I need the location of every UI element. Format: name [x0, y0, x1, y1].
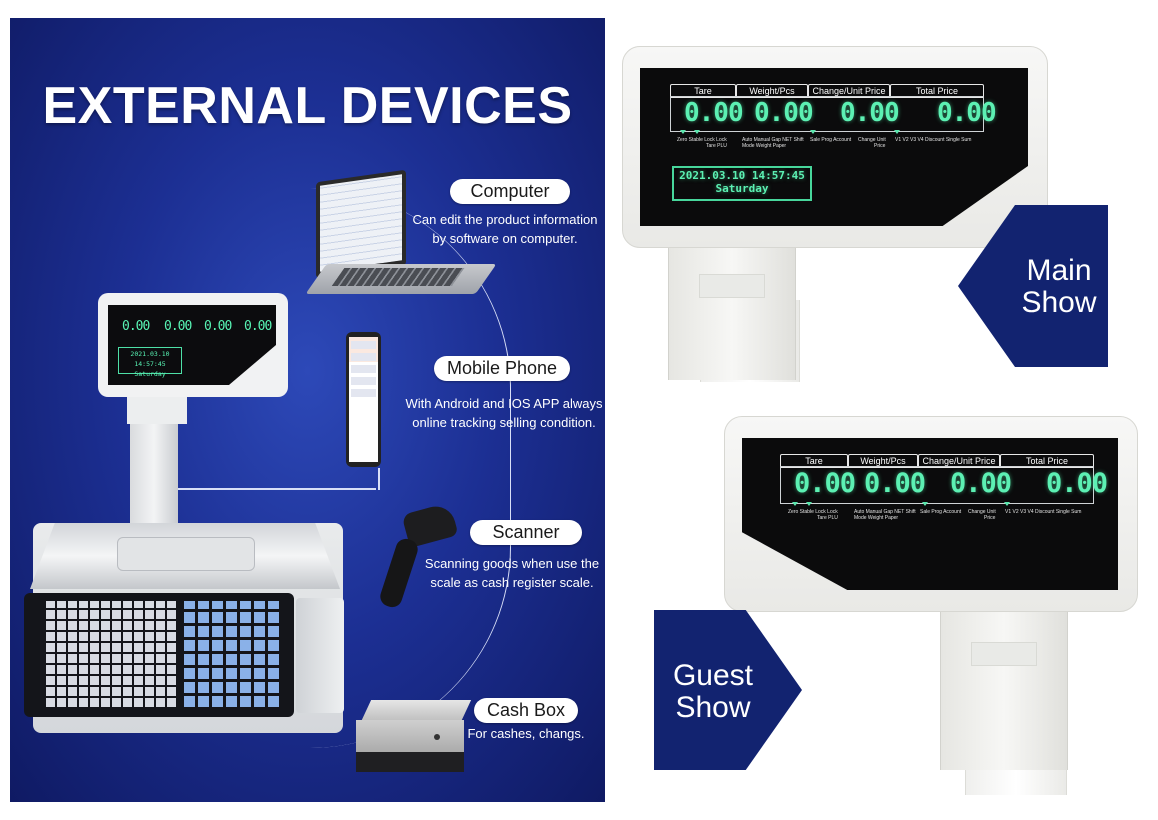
main-indicators-mid: Auto Manual Gap NET Shift	[742, 137, 804, 143]
panel-title: EXTERNAL DEVICES	[42, 77, 573, 135]
guest-display-screen: Tare Weight/Pcs Change/Unit Price Total …	[742, 438, 1118, 590]
cash-box-description: For cashes, changs.	[467, 726, 585, 741]
mini-digits-total: 0.00	[244, 319, 272, 334]
main-digits-total: 0.00	[937, 98, 997, 128]
connector-curve	[310, 188, 511, 748]
scale-pole	[130, 418, 178, 526]
scale-printer	[296, 598, 344, 713]
computer-description: Can edit the product information by soft…	[412, 212, 598, 246]
mobile-phone-image	[346, 332, 381, 467]
main-digits-unit-price: 0.00	[840, 98, 900, 128]
guest-indicators-sale: Sale Prog Account	[920, 509, 962, 515]
guest-header-unit-price: Change/Unit Price	[918, 454, 1000, 468]
scale-weighing-plate	[30, 523, 340, 589]
scale-display-head: 0.00 0.00 0.00 0.00 2021.03.10 14:57:45 …	[98, 293, 288, 397]
main-digits-weight: 0.00	[754, 98, 814, 128]
guest-indicators-mid: Auto Manual Gap NET Shift	[854, 509, 916, 515]
main-digit-frame	[670, 96, 984, 132]
guest-header-weight: Weight/Pcs	[848, 454, 918, 468]
scale-keypad	[24, 593, 294, 717]
guest-digits-unit-price: 0.00	[950, 468, 1012, 499]
main-indicators-left: Zero Stable Lock Lock	[677, 137, 727, 143]
mobile-phone-description: With Android and IOS APP always online t…	[405, 396, 603, 430]
main-indicators-change: Change Unit	[858, 137, 886, 143]
guest-show-line1: Guest	[672, 659, 754, 692]
main-header-total: Total Price	[890, 84, 984, 98]
guest-show-arrow: Guest Show	[654, 610, 802, 770]
main-show-line2: Show	[1021, 286, 1097, 319]
main-date-box: 2021.03.10 14:57:45 Saturday	[672, 166, 812, 201]
mini-digits-tare: 0.00	[122, 319, 150, 334]
external-devices-panel: EXTERNAL DEVICES Computer Can edit the p…	[10, 18, 605, 802]
computer-label: Computer	[450, 179, 570, 204]
scanner-label: Scanner	[470, 520, 582, 545]
guest-indicators-change-b: Price	[984, 515, 996, 521]
guest-digits-total: 0.00	[1046, 468, 1108, 499]
guest-header-total: Total Price	[1000, 454, 1094, 468]
guest-indicators-left-b: Tare PLU	[817, 515, 838, 521]
scale-neck	[127, 396, 187, 424]
guest-digits-tare: 0.00	[794, 468, 856, 499]
mini-digits-weight: 0.00	[164, 319, 192, 334]
guest-indicators-right: V1 V2 V3 V4 Discount Single Sum	[1005, 509, 1082, 515]
guest-indicators-left: Zero Stable Lock Lock	[788, 509, 838, 515]
guest-show-line2: Show	[675, 691, 751, 724]
cash-box-label: Cash Box	[474, 698, 578, 723]
connector-vertical	[378, 468, 380, 490]
main-display-screen: Tare Weight/Pcs Change/Unit Price Total …	[640, 68, 1028, 226]
guest-display-neck	[940, 602, 1068, 770]
main-indicators-left-b: Tare PLU	[706, 143, 727, 149]
mobile-phone-label: Mobile Phone	[434, 356, 570, 381]
mini-date-box: 2021.03.10 14:57:45 Saturday	[118, 347, 182, 378]
connector-horizontal	[176, 488, 376, 490]
scanner-description: Scanning goods when use the scale as cas…	[424, 556, 600, 590]
mini-digits-unit: 0.00	[204, 319, 232, 334]
guest-digits-weight: 0.00	[864, 468, 926, 499]
main-show-line1: Main	[1026, 254, 1092, 287]
main-digits-tare: 0.00	[684, 98, 744, 128]
main-indicators-sale: Sale Prog Account	[810, 137, 852, 143]
guest-header-tare: Tare	[780, 454, 848, 468]
main-header-unit-price: Change/Unit Price	[808, 84, 890, 98]
main-display-neck	[668, 234, 796, 380]
guest-digit-frame	[780, 466, 1094, 504]
main-header-tare: Tare	[670, 84, 736, 98]
guest-indicators-change: Change Unit	[968, 509, 996, 515]
main-header-weight: Weight/Pcs	[736, 84, 808, 98]
main-indicators-mid-b: Mode Weight Paper	[742, 143, 787, 149]
guest-indicators-mid-b: Mode Weight Paper	[854, 515, 899, 521]
cash-box-image	[356, 700, 474, 772]
main-indicators-change-b: Price	[874, 143, 886, 149]
main-indicators-right: V1 V2 V3 V4 Discount Single Sum	[895, 137, 972, 143]
